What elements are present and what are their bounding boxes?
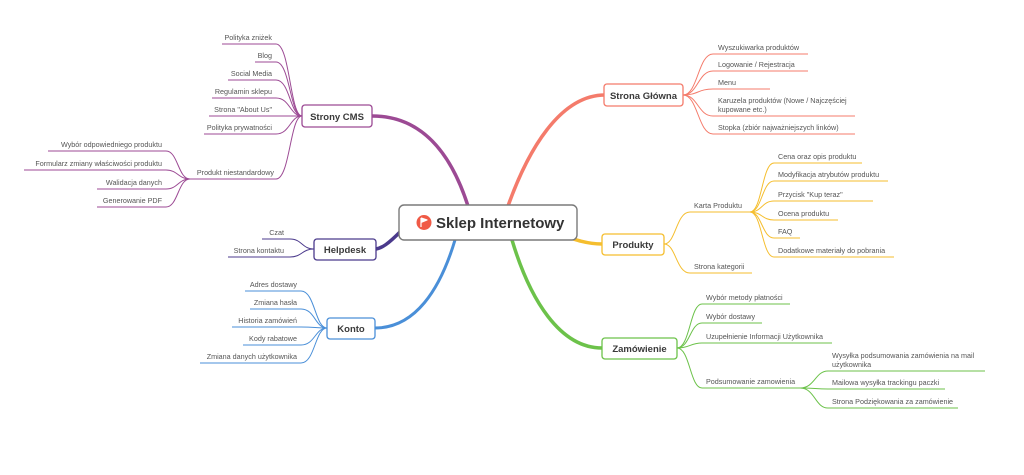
leaf-stopka[interactable]: Stopka (zbiór najważniejszych linków) bbox=[718, 123, 839, 132]
flag-icon bbox=[416, 215, 432, 230]
strona-glowna-children bbox=[682, 53, 855, 135]
leaf-blog[interactable]: Blog bbox=[258, 51, 272, 60]
leaf-czat[interactable]: Czat bbox=[269, 228, 284, 237]
branch-label-strona-glowna: Strona Główna bbox=[610, 91, 678, 102]
leaf-generowanie-pdf[interactable]: Generowanie PDF bbox=[103, 196, 163, 205]
branch-label-strony-cms: Strony CMS bbox=[310, 112, 364, 123]
leaf-wyszukiwarka[interactable]: Wyszukiwarka produktów bbox=[718, 43, 800, 52]
leaf-strona-kontaktu[interactable]: Strona kontaktu bbox=[234, 246, 284, 255]
leaf-cena-opis[interactable]: Cena oraz opis produktu bbox=[778, 152, 856, 161]
leaf-faq[interactable]: FAQ bbox=[778, 227, 793, 236]
branch-zamowienie[interactable]: Zamówienie bbox=[601, 337, 678, 360]
leaf-modyfikacja[interactable]: Modyfikacja atrybutów produktu bbox=[778, 170, 879, 179]
leaf-metoda-platnosci[interactable]: Wybór metody płatności bbox=[706, 293, 783, 302]
root-node[interactable]: Sklep Internetowy bbox=[398, 204, 578, 241]
leaf-zmiana-danych[interactable]: Zmiana danych użytkownika bbox=[207, 352, 297, 361]
leaf-social-media[interactable]: Social Media bbox=[231, 69, 272, 78]
branch-label-konto: Konto bbox=[337, 324, 365, 335]
leaf-uzupelnienie[interactable]: Uzupełnienie Informacji Użytkownika bbox=[706, 332, 823, 341]
leaf-wybor-dostawy[interactable]: Wybór dostawy bbox=[706, 312, 755, 321]
leaf-logowanie[interactable]: Logowanie / Rejestracja bbox=[718, 60, 795, 69]
leaf-kody-rabatowe[interactable]: Kody rabatowe bbox=[249, 334, 297, 343]
branch-helpdesk[interactable]: Helpdesk bbox=[313, 238, 377, 261]
sub-karta-produktu[interactable]: Karta Produktu bbox=[694, 201, 742, 210]
sub-strona-kategorii[interactable]: Strona kategorii bbox=[694, 262, 745, 271]
connector-zamowienie bbox=[510, 238, 604, 350]
leaf-walidacja[interactable]: Walidacja danych bbox=[106, 178, 162, 187]
connector-strona-glowna bbox=[506, 93, 607, 208]
connector-helpdesk bbox=[374, 230, 402, 251]
leaf-menu[interactable]: Menu bbox=[718, 78, 736, 87]
leaf-tracking[interactable]: Mailowa wysyłka trackingu paczki bbox=[832, 378, 939, 387]
leaf-wysylka-line2[interactable]: użytkownika bbox=[832, 360, 871, 369]
root-title: Sklep Internetowy bbox=[436, 215, 565, 232]
leaf-zmiana-hasla[interactable]: Zmiana hasła bbox=[254, 298, 297, 307]
leaf-historia-zamowien[interactable]: Historia zamówień bbox=[238, 316, 297, 325]
strony-cms-children bbox=[24, 43, 303, 208]
leaf-regulamin[interactable]: Regulamin sklepu bbox=[215, 87, 272, 96]
helpdesk-children bbox=[228, 238, 315, 258]
leaf-kup-teraz[interactable]: Przycisk "Kup teraz" bbox=[778, 190, 843, 199]
leaf-wybor-produktu[interactable]: Wybór odpowiedniego produktu bbox=[61, 140, 162, 149]
leaf-about-us[interactable]: Strona "About Us" bbox=[214, 105, 272, 114]
leaf-materialy[interactable]: Dodatkowe materiały do pobrania bbox=[778, 246, 885, 255]
sub-produkt-niestandardowy[interactable]: Produkt niestandardowy bbox=[197, 168, 275, 177]
leaf-podziekowanie[interactable]: Strona Podziękowania za zamówienie bbox=[832, 397, 953, 406]
leaf-karuzela-line1[interactable]: Karuzela produktów (Nowe / Najczęściej bbox=[718, 96, 847, 105]
leaf-formularz[interactable]: Formularz zmiany właściwości produktu bbox=[35, 159, 162, 168]
sub-podsumowanie[interactable]: Podsumowanie zamowienia bbox=[706, 377, 795, 386]
leaf-polityka-znizek[interactable]: Polityka zniżek bbox=[224, 33, 272, 42]
zamowienie-children bbox=[676, 303, 985, 409]
branch-konto[interactable]: Konto bbox=[326, 317, 376, 340]
leaf-karuzela-line2[interactable]: kupowane etc.) bbox=[718, 105, 767, 114]
leaf-adres-dostawy[interactable]: Adres dostawy bbox=[250, 280, 298, 289]
connector-strony-cms bbox=[370, 114, 470, 208]
branch-strony-cms[interactable]: Strony CMS bbox=[301, 104, 373, 128]
konto-children bbox=[200, 290, 328, 364]
branch-label-helpdesk: Helpdesk bbox=[324, 245, 367, 256]
leaf-ocena[interactable]: Ocena produktu bbox=[778, 209, 829, 218]
branch-label-zamowienie: Zamówienie bbox=[612, 344, 666, 355]
branch-label-produkty: Produkty bbox=[612, 240, 654, 251]
connector-konto bbox=[373, 238, 457, 330]
produkty-children bbox=[663, 162, 894, 274]
leaf-polityka-prywatnosci[interactable]: Polityka prywatności bbox=[207, 123, 273, 132]
leaf-wysylka-line1[interactable]: Wysyłka podsumowania zamówienia na mail bbox=[832, 351, 975, 360]
branch-strona-glowna[interactable]: Strona Główna bbox=[603, 83, 684, 107]
branch-produkty[interactable]: Produkty bbox=[601, 233, 665, 256]
